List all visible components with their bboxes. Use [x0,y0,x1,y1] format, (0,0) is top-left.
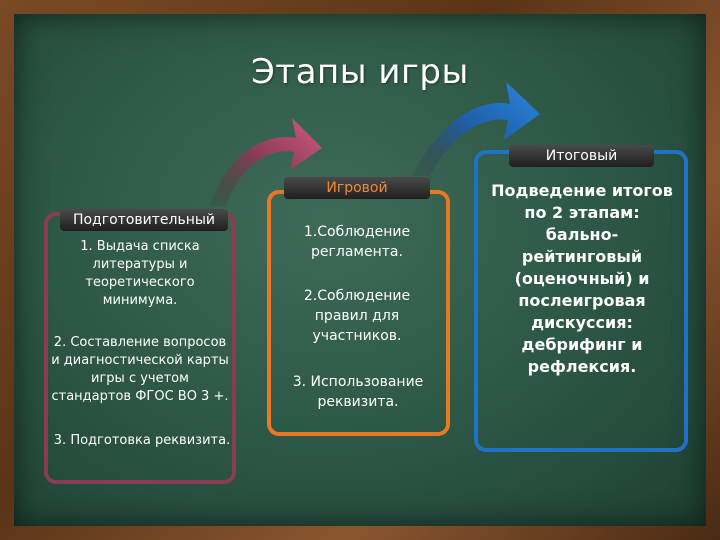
preparatory-item-1: 1. Выдача списка литературы и теоретичес… [80,239,200,308]
stage-final-label: Итоговый [509,145,654,167]
game-item-3: 3. Использование реквизита. [292,374,424,410]
stage-game-label: Игровой [284,177,430,199]
preparatory-item-3: 3. Подготовка реквизита. [53,433,231,448]
stage-preparatory-label: Подготовительный [60,209,228,231]
arrow-game-to-final [412,82,540,176]
game-item-1: 1.Соблюдение регламента. [303,224,411,260]
arrow-prep-to-game [210,118,322,206]
page-title: Этапы игры [251,52,469,92]
game-item-2: 2.Соблюдение правил для участников. [303,288,411,344]
final-item-1: Подведение итогов по 2 этапам: бально-ре… [491,181,673,376]
preparatory-item-2: 2. Составление вопросов и диагностическо… [51,335,229,404]
chalkboard [14,14,706,526]
